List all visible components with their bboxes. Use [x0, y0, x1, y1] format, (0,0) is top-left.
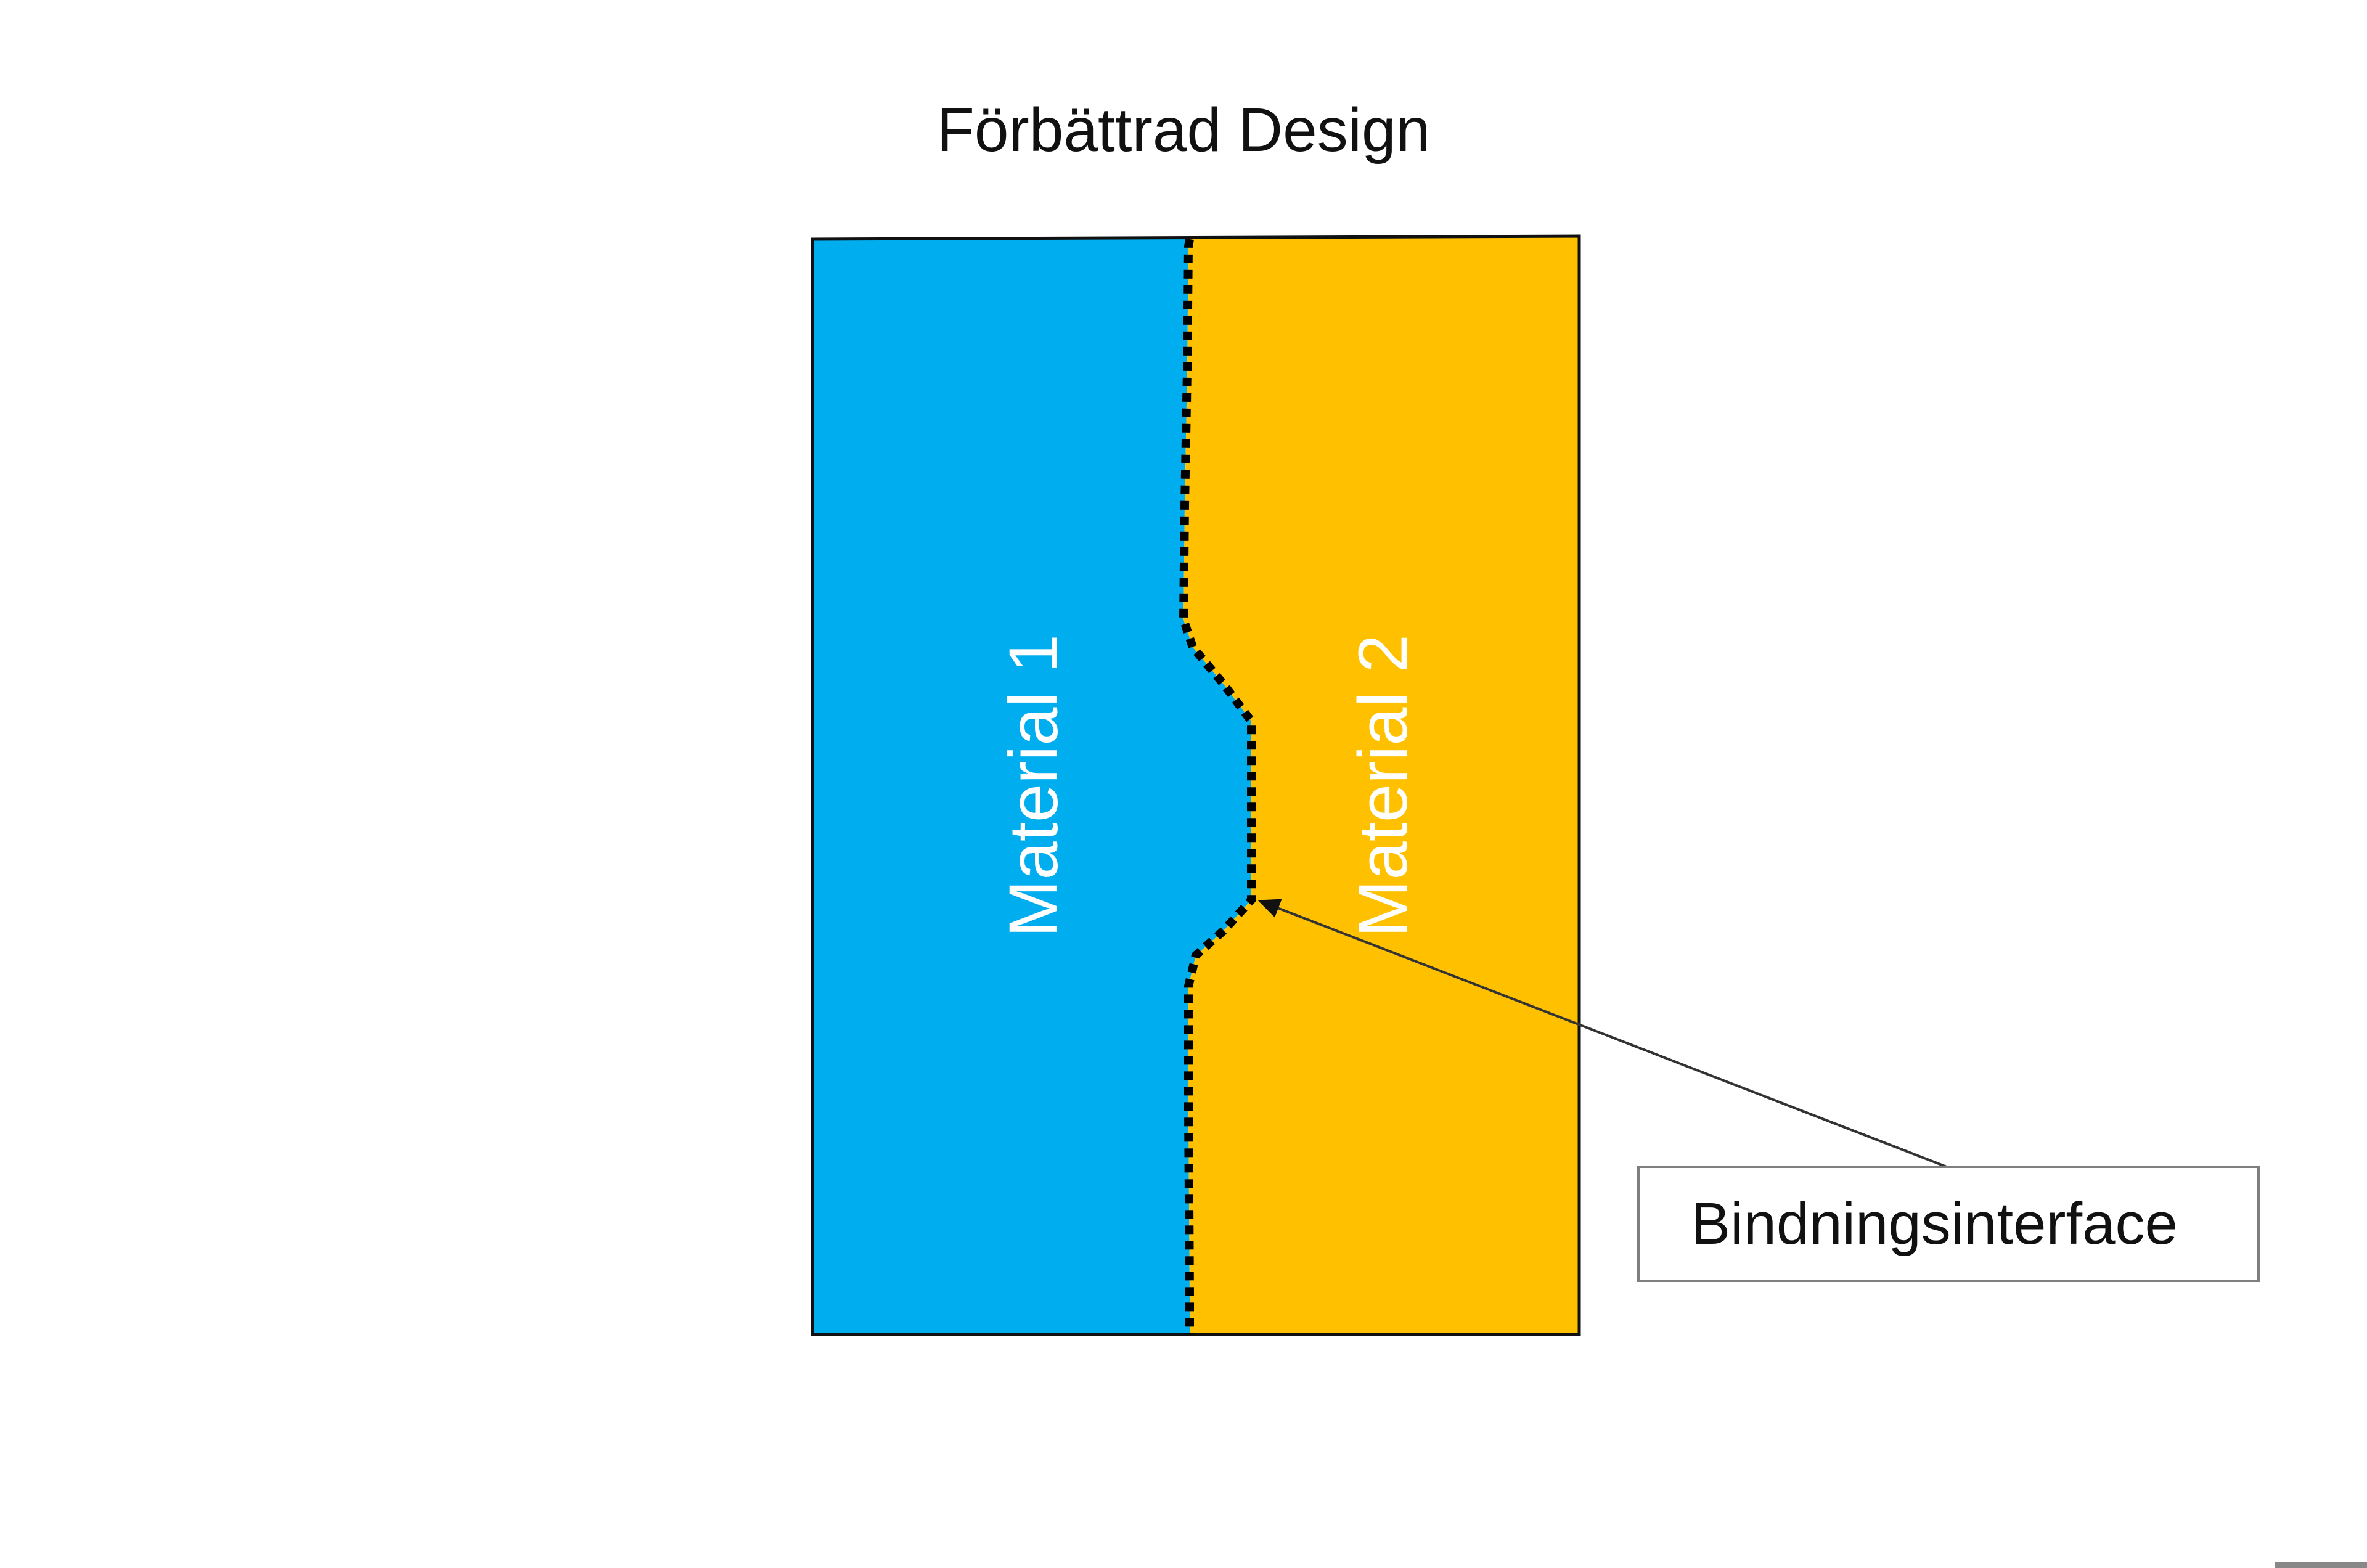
corner-divider: [2275, 1562, 2367, 1568]
diagram-outline: [811, 234, 1581, 1336]
bonding-interface-line: [1179, 238, 1256, 1334]
callout-leader-arrow: [1257, 899, 1947, 1168]
material-2-label: Material 2: [1344, 634, 1421, 937]
material-1-region: [812, 238, 1251, 1334]
material-2-region: [1184, 236, 1579, 1334]
material-1-label: Material 1: [995, 634, 1072, 937]
callout-box: [1637, 1166, 2260, 1282]
callout-label: Bindningsinterface: [1691, 1191, 2178, 1257]
diagram-title: Förbättrad Design: [937, 96, 1430, 165]
